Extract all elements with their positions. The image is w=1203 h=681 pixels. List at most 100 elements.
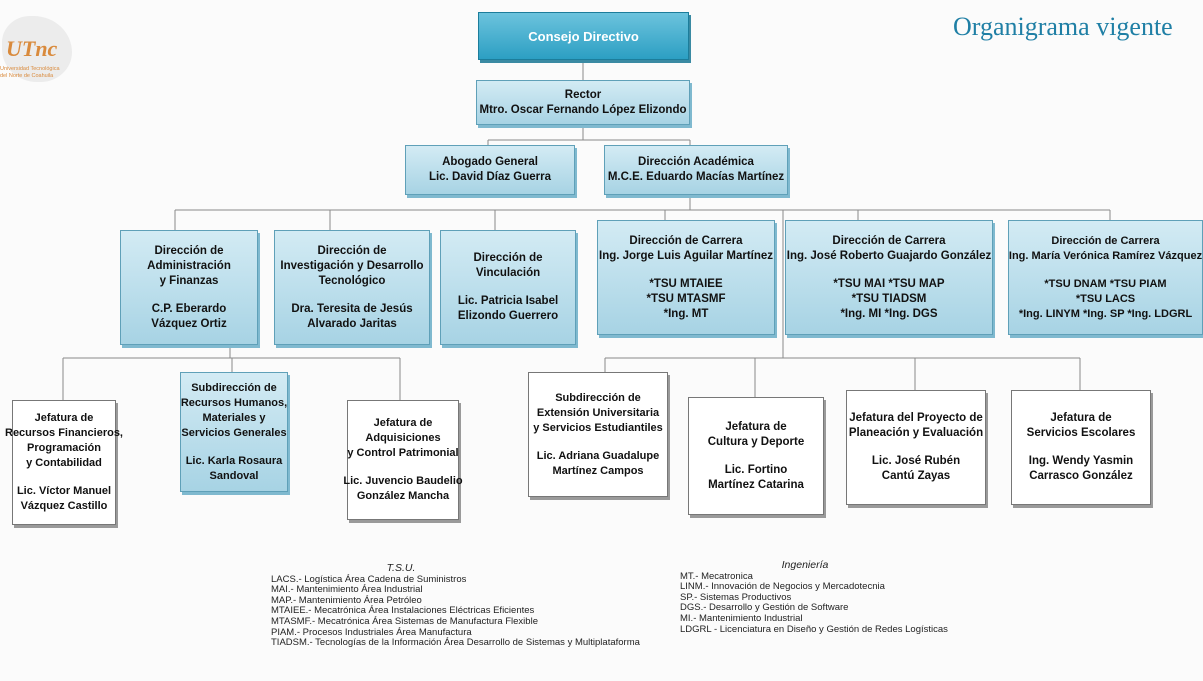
org-box-line: Ing. Wendy Yasmin	[1028, 455, 1134, 467]
org-box-line: C.P. Eberardo	[151, 302, 227, 315]
org-box-line: Lic. Víctor Manuel	[16, 485, 112, 497]
org-box-line: Subdirección de	[555, 391, 641, 404]
glossary-item: LINM.- Innovación de Negocios y Mercadot…	[680, 581, 885, 593]
org-box-line: y Finanzas	[159, 274, 219, 287]
org-box-line: Investigación y Desarrollo	[280, 259, 424, 272]
org-box-line: Dirección de Carrera	[629, 234, 743, 247]
org-box-line: Elizondo Guerrero	[457, 310, 559, 322]
org-box-line: Planeación y Evaluación	[848, 427, 984, 439]
org-box-line: Lic. Karla Rosaura	[185, 454, 283, 467]
logo-map-shape	[2, 16, 72, 82]
org-box-line: Dirección de Carrera	[832, 234, 946, 247]
org-box-line: *TSU MAI *TSU MAP	[833, 277, 945, 290]
org-box-line: Servicios Generales	[181, 426, 287, 439]
org-box-line: Dirección de	[317, 244, 387, 257]
org-box-line: Sandoval	[209, 469, 259, 482]
org-box-planeacion-evaluacion: Jefatura del Proyecto de Planeación y Eva…	[846, 390, 986, 505]
org-box-line: Ing. José Roberto Guajardo González	[786, 249, 992, 262]
logo-mark: UTnc	[6, 36, 58, 61]
org-box-line: Ing. María Verónica Ramírez Vázquez	[1008, 249, 1203, 262]
page-title: Organigrama vigente	[953, 12, 1173, 41]
org-box-line: Jefatura del Proyecto de	[849, 412, 983, 424]
org-box-line: *TSU MTAIEE	[649, 277, 723, 290]
org-box-line: Lic. José Rubén	[871, 455, 961, 467]
org-box-line: Lic. Juvencio Baudelio	[343, 475, 463, 487]
org-box-line: *TSU LACS	[1075, 292, 1136, 305]
glossary-item: MAI.- Mantenimiento Área Industrial	[271, 584, 423, 596]
org-box-line: Recursos Financieros,	[5, 427, 123, 439]
glossary-item: SP.- Sistemas Productivos	[680, 591, 792, 603]
glossary-item: LDGRL - Licenciatura en Diseño y Gestión…	[680, 623, 948, 635]
org-box-line: Jefatura de	[725, 420, 787, 433]
org-box-line: Ing. Jorge Luis Aguilar Martínez	[599, 249, 774, 262]
org-box-line: *Ing. MT	[663, 307, 709, 320]
org-box-line: Lic. Patricia Isabel	[457, 295, 559, 307]
org-box-line: Subdirección de	[191, 381, 277, 394]
org-box-line: *Ing. LINYM *Ing. SP *Ing. LDGRL	[1018, 307, 1193, 320]
org-box-line: Vinculación	[475, 267, 541, 279]
org-box-line: Jefatura de	[1050, 412, 1112, 424]
glossary-item: DGS.- Desarrollo y Gestión de Software	[680, 602, 849, 614]
org-box-consejo-directivo: Consejo Directivo	[478, 12, 689, 60]
glossary-item: PIAM.- Procesos Industriales Área Manufa…	[271, 626, 472, 638]
glossary-item: MT.- Mecatronica	[680, 570, 753, 582]
org-box-line: González Mancha	[356, 490, 450, 502]
org-box-line: *TSU DNAM *TSU PIAM	[1044, 277, 1167, 290]
glossary-item: MTAIEE.- Mecatrónica Área Instalaciones …	[271, 605, 535, 617]
logo-subtitle: Universidad Tecnológica del Norte de Coa…	[0, 66, 60, 79]
glossary-item: TIADSM.- Tecnologías de la Información Á…	[271, 637, 640, 649]
org-box-line: Tecnológico	[318, 274, 386, 287]
org-box-line: Dirección de	[473, 252, 543, 264]
org-box-line: Programación	[27, 442, 101, 454]
org-box-line: Lic. David Díaz Guerra	[428, 171, 552, 183]
org-box-line: Lic. Fortino	[724, 463, 788, 476]
glossary-heading: Ingeniería	[781, 559, 829, 571]
org-box-line: M.C.E. Eduardo Macías Martínez	[607, 171, 785, 183]
org-box-line: Servicios Escolares	[1026, 427, 1136, 439]
org-box-line: y Servicios Estudiantiles	[533, 421, 663, 434]
org-box-line: *TSU TIADSM	[851, 292, 927, 305]
org-box-line: Jefatura de	[34, 412, 94, 424]
org-box-line: Adquisiciones	[365, 432, 441, 444]
glossary-item: MTASMF.- Mecatrónica Área Sistemas de Ma…	[271, 615, 538, 627]
org-box-line: Lic. Adriana Guadalupe	[536, 449, 660, 462]
org-box-line: *TSU MTASMF	[646, 292, 726, 305]
glossary-tsu: T.S.U.LACS.- Logística Área Cadena de Su…	[271, 563, 691, 649]
org-box-line: Recursos Humanos,	[180, 396, 288, 409]
glossary-item: MAP.- Mantenimiento Área Petróleo	[271, 594, 422, 606]
org-box-line: Administración	[147, 259, 231, 272]
org-box-line: y Contabilidad	[26, 457, 102, 469]
org-box-line: Mtro. Oscar Fernando López Elizondo	[479, 103, 687, 116]
org-box-line: Dra. Teresita de Jesús	[291, 302, 413, 315]
org-box-line: Dirección Académica	[638, 156, 754, 168]
org-box-line: Carrasco González	[1029, 470, 1133, 482]
org-box-line: Dirección de Carrera	[1051, 234, 1160, 247]
org-box-line: Cultura y Deporte	[707, 435, 805, 448]
glossary-item: MI.- Mantenimiento Industrial	[680, 612, 803, 624]
org-box-line: Dirección de	[154, 244, 224, 257]
org-box-line: Cantú Zayas	[881, 470, 951, 482]
org-box-line: *Ing. MI *Ing. DGS	[840, 307, 938, 320]
glossary-heading: T.S.U.	[386, 562, 416, 574]
org-box-line: Jefatura de	[373, 417, 433, 429]
org-box-recursos-financieros: Jefatura de Recursos Financieros, Programa…	[5, 400, 123, 525]
glossary-item: LACS.- Logística Área Cadena de Suminist…	[271, 573, 467, 585]
org-box-line: Vázquez Ortiz	[151, 317, 227, 330]
org-box-line: Martínez Catarina	[708, 478, 804, 491]
org-box-line: Martínez Campos	[552, 464, 644, 477]
org-box-line: Consejo Directivo	[528, 28, 639, 44]
org-box-line: Abogado General	[442, 156, 538, 168]
university-logo: UTnc Universidad Tecnológica del Norte d…	[0, 14, 78, 94]
